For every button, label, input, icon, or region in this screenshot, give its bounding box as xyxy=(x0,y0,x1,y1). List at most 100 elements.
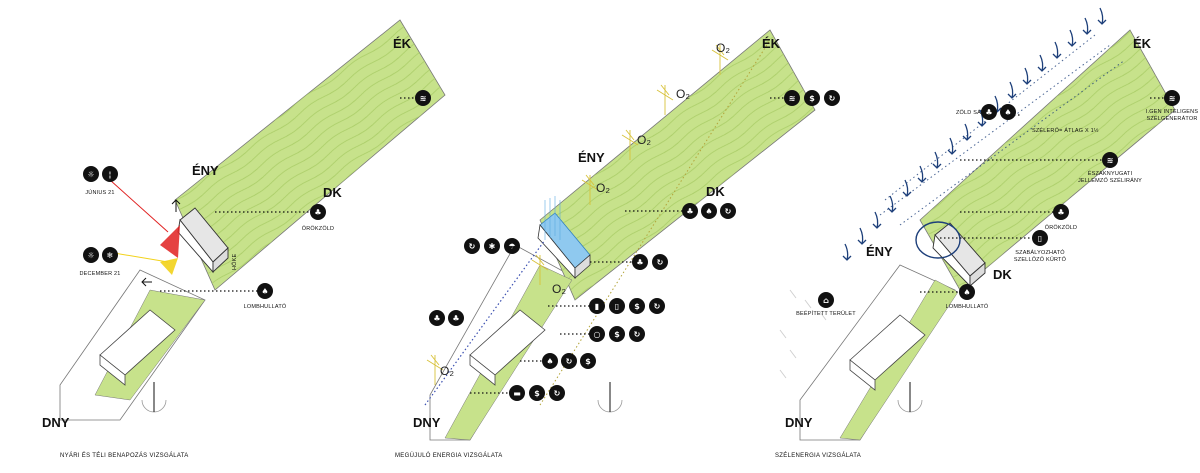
svg-text:▯: ▯ xyxy=(1038,234,1042,243)
tree-icon: ♣ xyxy=(310,204,326,220)
svg-text:▯: ▯ xyxy=(615,302,619,311)
dir-ek: ÉK xyxy=(1133,36,1152,51)
winter-sun-wedge xyxy=(160,258,178,275)
svg-text:☼: ☼ xyxy=(87,170,94,179)
winter-sun-ray xyxy=(107,251,169,263)
svg-text:☂: ☂ xyxy=(508,242,515,251)
label-nw-1: ÉSZAKNYUGATI xyxy=(1088,170,1133,177)
svg-text:↻: ↻ xyxy=(829,94,836,103)
svg-text:♠: ♠ xyxy=(261,287,268,296)
summer-sun-wedge xyxy=(160,225,180,258)
label-generator-2: SZÉLGENERÁTOR xyxy=(1146,115,1197,122)
svg-text:♣: ♣ xyxy=(686,207,693,216)
panel-solar: ≋ ♣ ♠ ☼ ¦ ☼ ❄ ÉK ÉNY DK DNY JÚNIUS 21 DE… xyxy=(42,19,446,459)
label-wind-average: SZÉLERŐ= ÁTLAG X 1½ xyxy=(1032,127,1099,134)
svg-text:♣: ♣ xyxy=(1057,208,1064,217)
svg-text:$: $ xyxy=(809,94,815,103)
o2-label: O₂ xyxy=(440,364,454,378)
thermometer-hot-icon: ¦ xyxy=(102,166,118,182)
o2-label: O₂ xyxy=(716,41,730,55)
svg-text:≋: ≋ xyxy=(1169,94,1176,103)
svg-text:♣: ♣ xyxy=(452,314,459,323)
svg-text:$: $ xyxy=(585,357,591,366)
label-evergreen: ÖRÖKZÖLD xyxy=(302,225,334,232)
vent-icon: ▯ xyxy=(1032,230,1048,246)
north-compass xyxy=(141,382,167,413)
north-compass xyxy=(897,382,923,413)
svg-text:♣: ♣ xyxy=(433,314,440,323)
svg-text:♠: ♠ xyxy=(546,357,553,366)
icon-row-dk: ♣ ♠ ↻ xyxy=(682,203,736,219)
label-side: HŐKE xyxy=(231,253,238,270)
dir-eny: ÉNY xyxy=(866,244,893,259)
sun-icon: ☼ xyxy=(83,166,99,182)
icon-row-ek: ≋ $ ↻ xyxy=(784,90,840,106)
existing-building xyxy=(469,309,546,386)
o2-label: O₂ xyxy=(676,87,690,101)
caption-solar: NYÁRI ÉS TÉLI BENAPOZÁS VIZSGÁLATA xyxy=(60,452,189,459)
dir-eny: ÉNY xyxy=(192,163,219,178)
svg-text:⌂: ⌂ xyxy=(823,296,829,305)
wind-arrows-faint xyxy=(779,289,827,379)
north-compass xyxy=(597,382,623,413)
svg-text:↻: ↻ xyxy=(725,207,732,216)
panel-wind: ≋ ≋ ♣ ▯ ♠ ⌂ ♣ ♠ ÉK ÉNY DK DNY ZÖLD SÁV S… xyxy=(775,7,1199,459)
svg-text:♣: ♣ xyxy=(314,208,321,217)
existing-building xyxy=(849,314,926,391)
label-deciduous: LOMBHULLATÓ xyxy=(244,303,287,310)
label-deciduous: LOMBHULLATÓ xyxy=(946,303,989,310)
tree-icon: ♣ xyxy=(981,104,997,120)
sun-icon: ☼ xyxy=(83,247,99,263)
house xyxy=(915,221,986,288)
house-solar xyxy=(537,196,591,280)
svg-text:♠: ♠ xyxy=(705,207,712,216)
label-built-area: BEÉPÍTETT TERÜLET xyxy=(796,310,856,317)
caption-renewable: MEGÚJULÓ ENERGIA VIZSGÁLATA xyxy=(395,452,503,459)
label-green-strip: ZÖLD SÁV xyxy=(956,109,985,116)
svg-text:↻: ↻ xyxy=(657,258,664,267)
wind-icon: ≋ xyxy=(415,90,431,106)
svg-text:≋: ≋ xyxy=(1107,156,1114,165)
label-nw-2: JELLEMZŐ SZÉLIRÁNY xyxy=(1078,177,1142,184)
snowflake-icon: ❄ xyxy=(102,247,118,263)
svg-text:♣: ♣ xyxy=(985,108,992,117)
svg-text:♠: ♠ xyxy=(1004,108,1011,117)
label-generator-1: I.GEN INTELIGENS xyxy=(1146,109,1199,115)
dir-dk: DK xyxy=(993,267,1012,282)
svg-text:☼: ☼ xyxy=(87,251,94,260)
existing-building xyxy=(99,309,176,386)
svg-text:¦: ¦ xyxy=(109,170,112,179)
svg-text:$: $ xyxy=(614,330,620,339)
dir-ek: ÉK xyxy=(762,36,781,51)
dir-dny: DNY xyxy=(413,415,441,430)
svg-text:♠: ♠ xyxy=(963,288,970,297)
dir-dny: DNY xyxy=(42,415,70,430)
wind-turbine-icon: ≋ xyxy=(1164,90,1180,106)
panel-renewable: O₂ O₂ O₂ O₂ O₂ O₂ ≋ $ ↻ ♣ ♠ ↻ xyxy=(395,29,840,459)
svg-text:↻: ↻ xyxy=(469,242,476,251)
svg-text:✱: ✱ xyxy=(489,242,496,251)
dir-ek: ÉK xyxy=(393,36,412,51)
grass-icon: ♠ xyxy=(1000,104,1016,120)
label-june: JÚNIUS 21 xyxy=(85,189,114,196)
label-vent-1: SZABÁLYOZHATÓ xyxy=(1015,249,1065,256)
icon-row-deciduous: ♠ ↻ $ xyxy=(542,353,596,369)
icon-row-house: ↻ ✱ ☂ xyxy=(464,238,520,254)
svg-text:$: $ xyxy=(634,302,640,311)
svg-text:○: ○ xyxy=(594,330,601,339)
icon-row-trees: ♣ ↻ xyxy=(632,254,668,270)
dir-eny: ÉNY xyxy=(578,150,605,165)
svg-text:↻: ↻ xyxy=(566,357,573,366)
dir-dk: DK xyxy=(323,185,342,200)
svg-text:↻: ↻ xyxy=(554,389,561,398)
house xyxy=(177,207,229,274)
wind-icon: ≋ xyxy=(1102,152,1118,168)
summer-sun-ray xyxy=(109,179,169,233)
icon-row-left: ♣ ♣ xyxy=(429,310,464,326)
o2-trees xyxy=(426,44,729,385)
svg-text:♣: ♣ xyxy=(636,258,643,267)
o2-label: O₂ xyxy=(552,282,566,296)
svg-text:↻: ↻ xyxy=(634,330,641,339)
svg-text:$: $ xyxy=(534,389,540,398)
